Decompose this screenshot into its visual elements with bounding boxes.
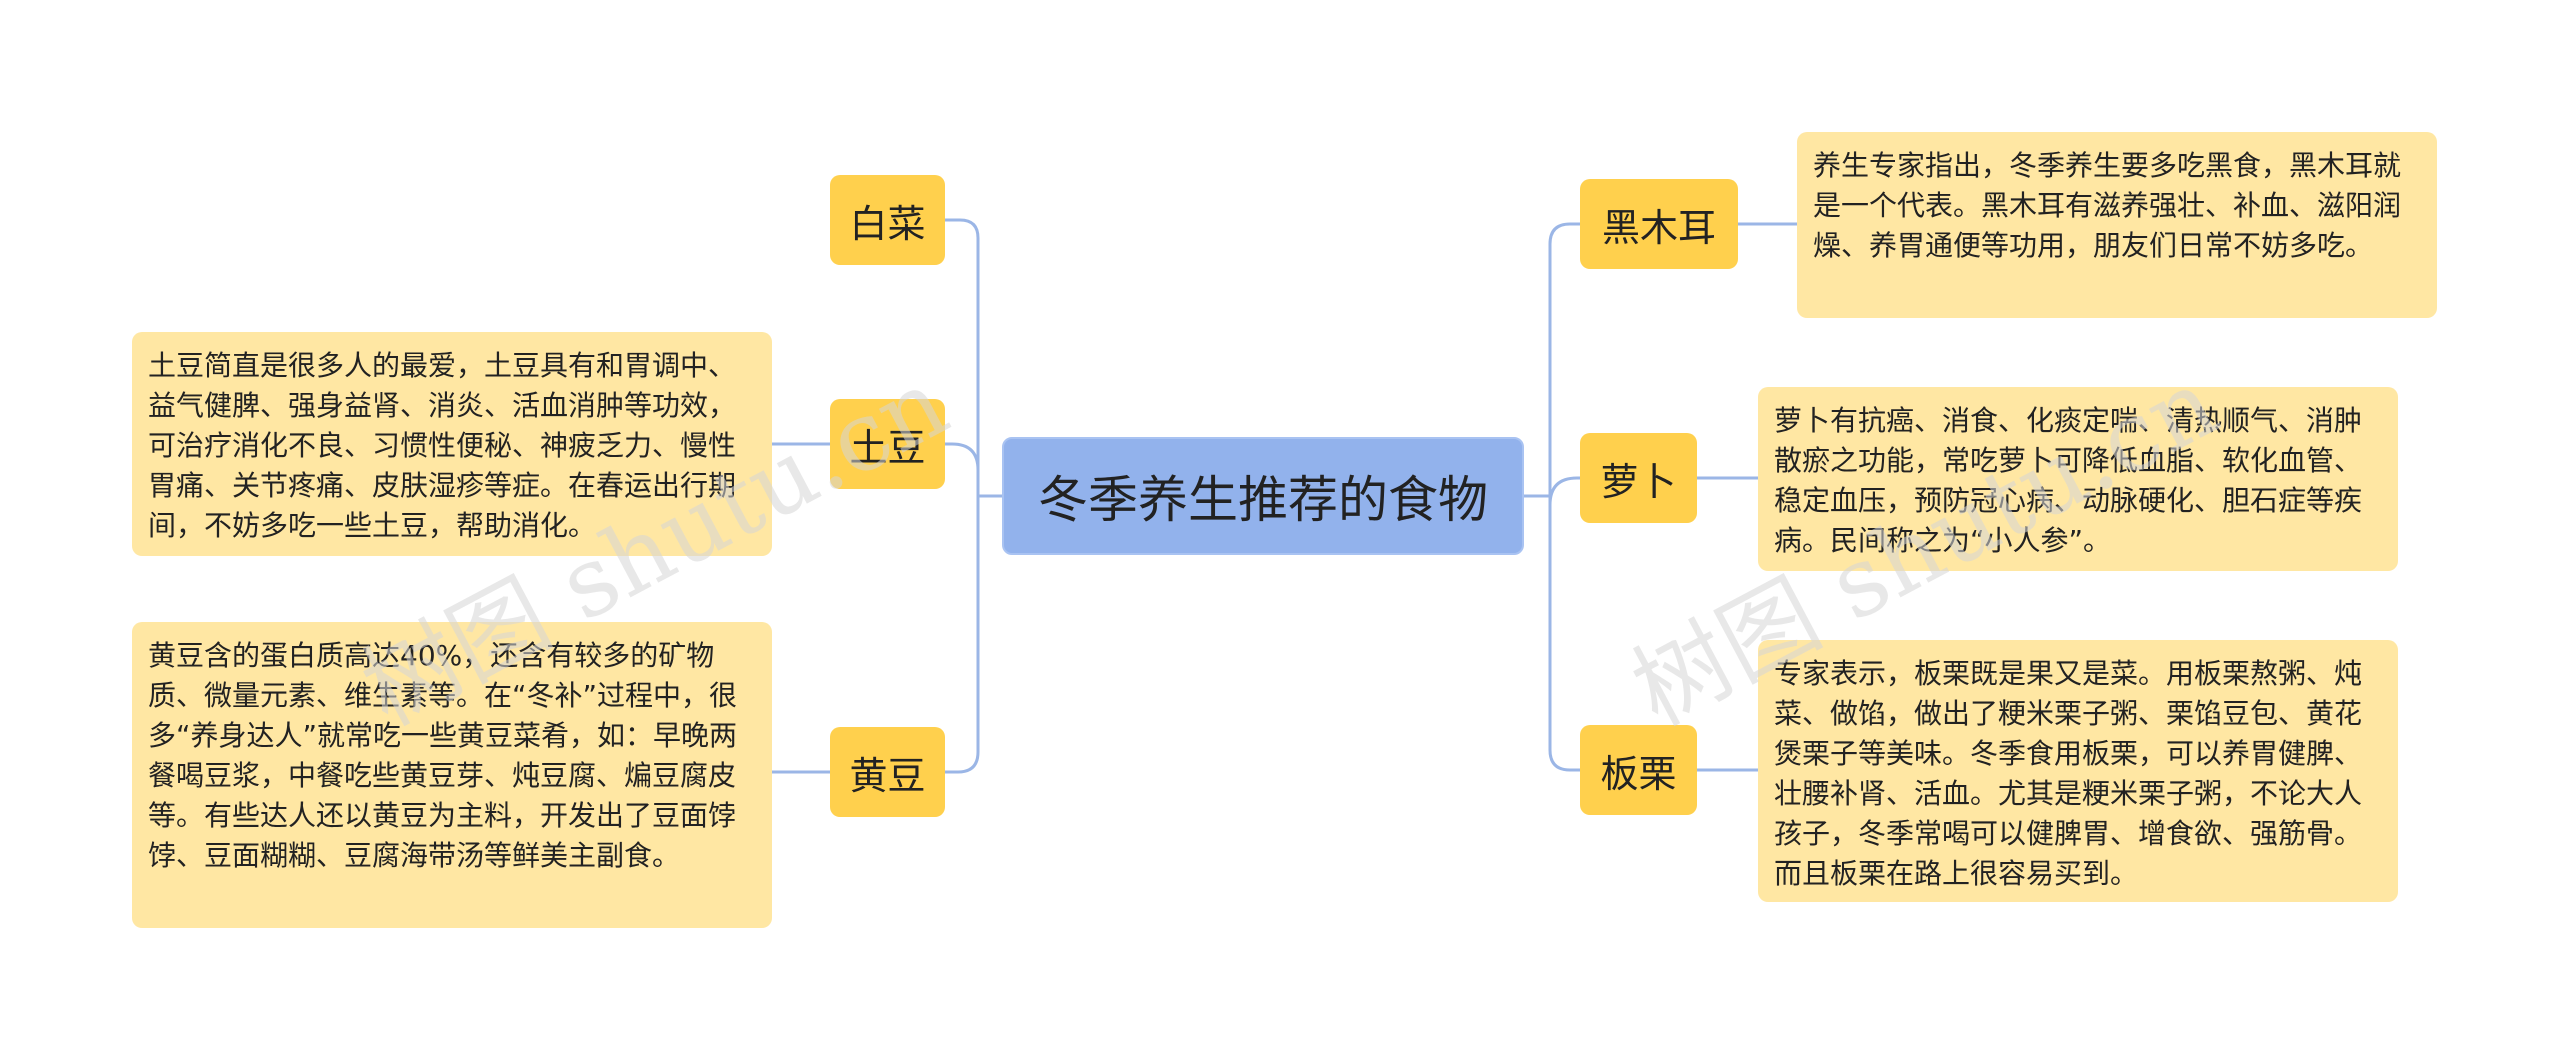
topic-luobo[interactable]: 萝卜 [1580,433,1697,523]
topic-tudou[interactable]: 土豆 [830,399,945,489]
topic-luobo-label: 萝卜 [1600,459,1677,504]
topic-baicai-label: 白菜 [849,201,926,246]
desc-tudou-text: 土豆简直是很多人的最爱，土豆具有和胃调中、益气健脾、强身益肾、消炎、活血消肿等功… [148,349,737,542]
connector-right-heimuer [1548,222,1580,496]
root-topic[interactable]: 冬季养生推荐的食物 [1002,437,1524,555]
connector-right-luobo [1548,476,1580,506]
desc-huangdou: 黄豆含的蛋白质高达40%，还含有较多的矿物质、微量元素、维生素等。在“冬补”过程… [132,622,772,928]
topic-heimuer-label: 黑木耳 [1601,205,1716,250]
topic-huangdou-label: 黄豆 [849,753,926,798]
topic-tudou-label: 土豆 [849,425,926,470]
connector-left-huangdou [945,496,980,774]
connector-left-tudou [945,442,980,496]
root-topic-label: 冬季养生推荐的食物 [1038,471,1488,529]
desc-luobo: 萝卜有抗癌、消食、化痰定喘、清热顺气、消肿散瘀之功能，常吃萝卜可降低血脂、软化血… [1758,387,2398,571]
topic-banli[interactable]: 板栗 [1580,725,1697,815]
desc-huangdou-text: 黄豆含的蛋白质高达40%，还含有较多的矿物质、微量元素、维生素等。在“冬补”过程… [148,639,738,872]
desc-luobo-text: 萝卜有抗癌、消食、化痰定喘、清热顺气、消肿散瘀之功能，常吃萝卜可降低血脂、软化血… [1774,404,2363,557]
topic-huangdou[interactable]: 黄豆 [830,727,945,817]
desc-heimuer-text: 养生专家指出，冬季养生要多吃黑食，黑木耳就是一个代表。黑木耳有滋养强壮、补血、滋… [1813,149,2402,262]
desc-heimuer: 养生专家指出，冬季养生要多吃黑食，黑木耳就是一个代表。黑木耳有滋养强壮、补血、滋… [1797,132,2437,318]
desc-banli: 专家表示，板栗既是果又是菜。用板栗熬粥、炖菜、做馅，做出了粳米栗子粥、栗馅豆包、… [1758,640,2398,902]
topic-baicai[interactable]: 白菜 [830,175,945,265]
topic-banli-label: 板栗 [1600,751,1677,796]
desc-tudou: 土豆简直是很多人的最爱，土豆具有和胃调中、益气健脾、强身益肾、消炎、活血消肿等功… [132,332,772,556]
desc-banli-text: 专家表示，板栗既是果又是菜。用板栗熬粥、炖菜、做馅，做出了粳米栗子粥、栗馅豆包、… [1774,657,2363,890]
topic-heimuer[interactable]: 黑木耳 [1580,179,1738,269]
connector-right-banli [1548,496,1580,772]
connector-left-baicai [945,218,980,496]
